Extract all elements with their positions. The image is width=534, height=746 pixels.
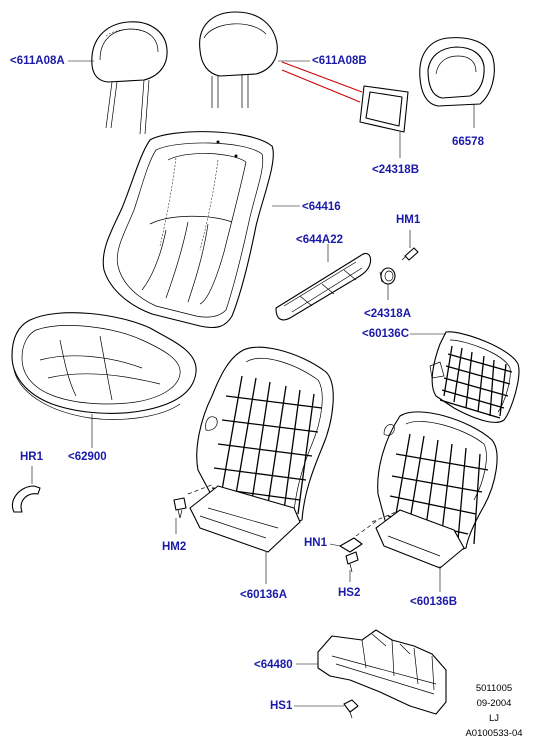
- label-66578: 66578: [452, 136, 484, 148]
- label-hs2: HS2: [338, 587, 361, 599]
- ref-date: 09-2004: [476, 698, 512, 709]
- ref-code: A0100533-04: [465, 728, 523, 739]
- label-hn1: HN1: [304, 537, 328, 549]
- nut-hn1: [339, 519, 379, 553]
- side-trim: [275, 253, 372, 321]
- headrest-middle: [199, 11, 278, 108]
- clip-hr1: [12, 485, 41, 513]
- label-64416: <64416: [302, 201, 341, 213]
- bezel-part: [359, 85, 409, 133]
- bolt-hm1: [401, 247, 419, 261]
- label-60136c: <60136C: [362, 328, 409, 340]
- back-cushion: [102, 131, 274, 329]
- screw-hs2: [345, 551, 359, 573]
- ref-initials: LJ: [488, 713, 500, 724]
- headrest-left: [91, 21, 168, 135]
- label-24318a: <24318A: [364, 308, 411, 320]
- headrest-right: [419, 37, 495, 107]
- ref-number: 5011005: [475, 683, 513, 694]
- label-hm1: HM1: [396, 214, 421, 226]
- label-644a22: <644A22: [296, 234, 343, 246]
- label-60136b: <60136B: [410, 596, 457, 608]
- label-64480: <64480: [254, 659, 293, 671]
- label-611a08a: <611A08A: [10, 55, 65, 67]
- label-611a08b: <611A08B: [312, 55, 367, 67]
- lower-trim: [317, 629, 447, 715]
- label-hs1: HS1: [270, 700, 293, 712]
- leader-lines: [31, 60, 475, 707]
- screw-hm2: [173, 497, 187, 519]
- label-24318b: <24318B: [372, 164, 419, 176]
- back-frame-right: [371, 411, 498, 569]
- screw-hs1: [343, 699, 359, 719]
- label-62900: <62900: [68, 451, 107, 463]
- red-leader-lines: [281, 61, 363, 103]
- label-60136a: <60136A: [240, 589, 287, 601]
- knob-part: [379, 267, 396, 285]
- back-frame-left: [187, 346, 334, 553]
- seat-cushion: [11, 312, 197, 420]
- label-hr1: HR1: [20, 451, 44, 463]
- frame-right-panel: [429, 331, 520, 423]
- label-hm2: HM2: [162, 541, 187, 553]
